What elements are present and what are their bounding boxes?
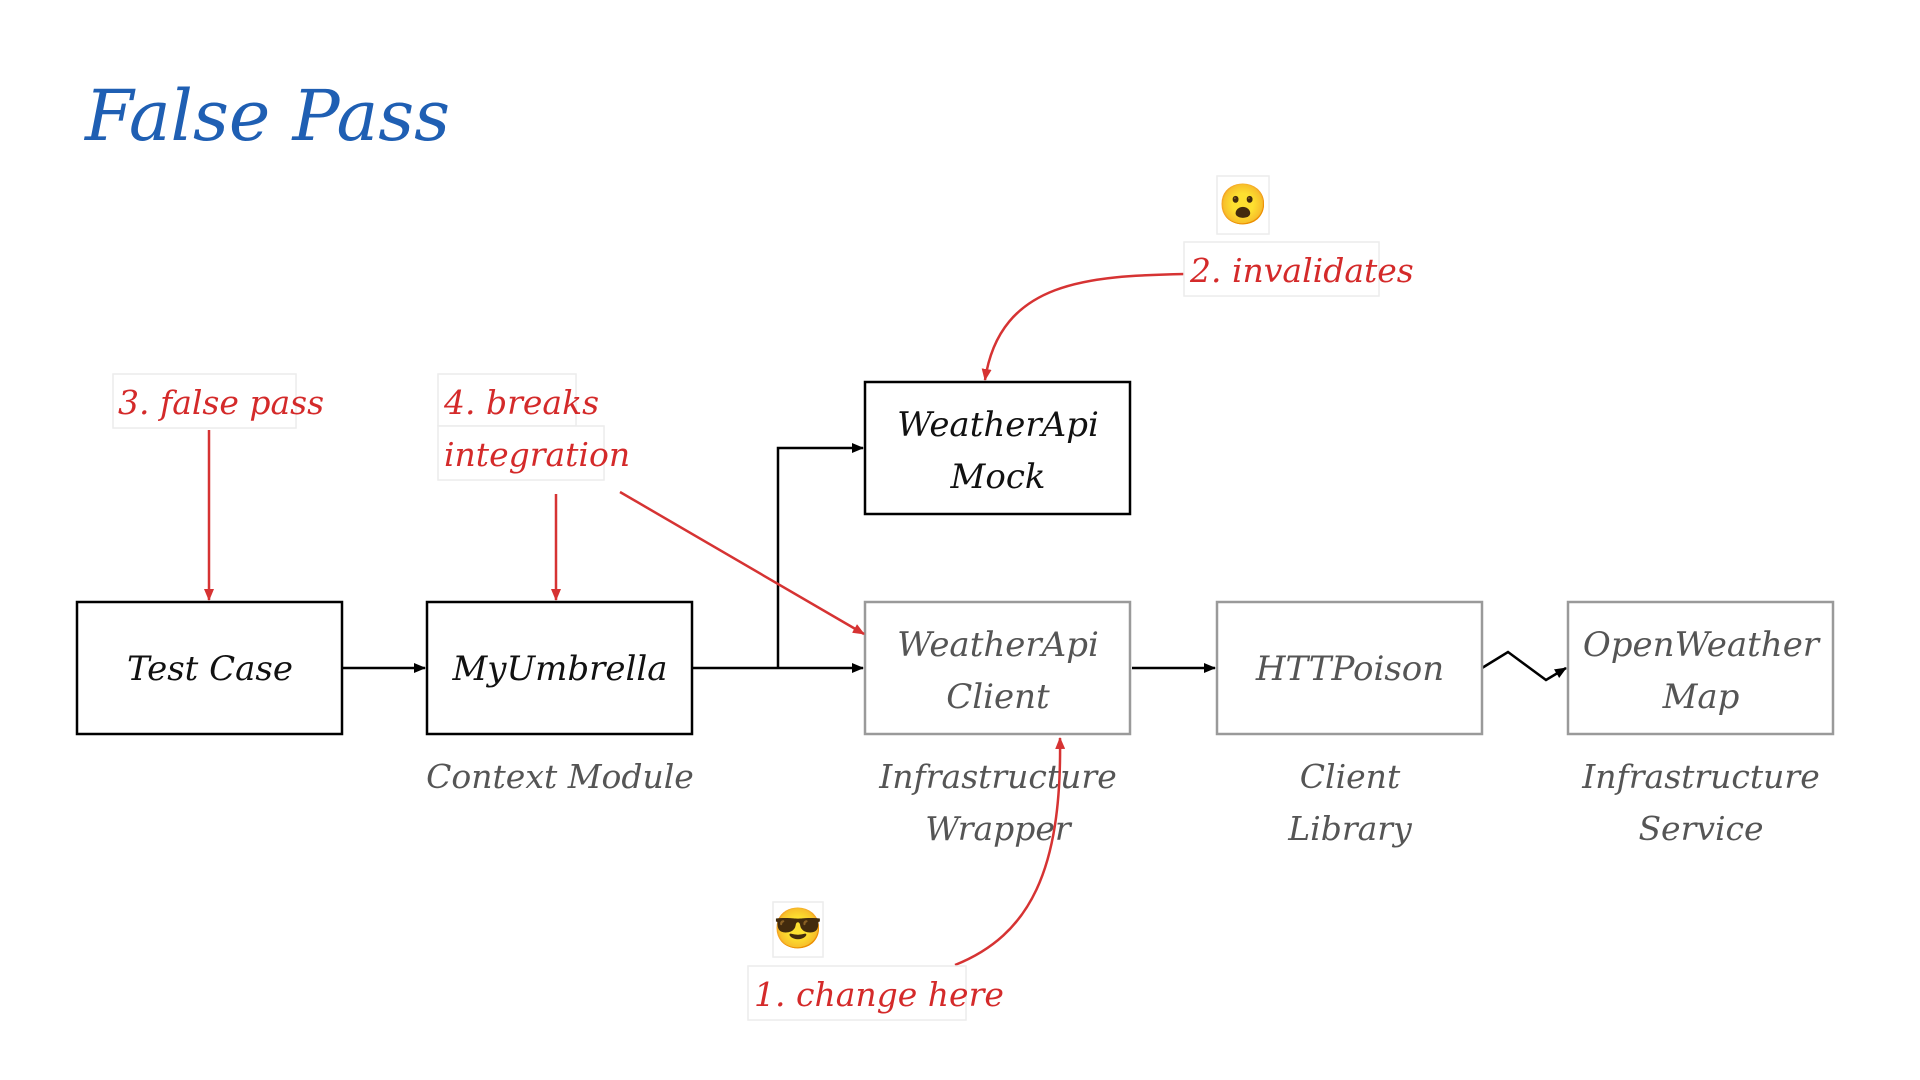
box-openweather-map: OpenWeather Map (1566, 600, 1835, 736)
box-mock-label-line2: Mock (950, 457, 1046, 497)
box-httpoison-label: HTTPoison (1255, 649, 1444, 689)
note-change-here: 1. change here (747, 965, 1004, 1021)
box-my-umbrella: MyUmbrella (425, 600, 694, 736)
box-weatherapi-client: WeatherApi Client (863, 600, 1132, 736)
box-client-label-line2: Client (946, 677, 1050, 717)
arrow-change-here-to-client (954, 737, 1066, 967)
arrow-invalidates-to-mock (981, 272, 1186, 381)
box-weatherapi-mock: WeatherApi Mock (863, 380, 1132, 516)
arrow-umbrella-to-mock (776, 443, 864, 668)
sunglasses-face-icon: 😎 (772, 901, 824, 958)
box-test-case-label: Test Case (127, 649, 293, 689)
caption-infra-service-line1: Infrastructure (1581, 757, 1819, 796)
box-test-case: Test Case (75, 600, 344, 736)
caption-infra-wrapper-line2: Wrapper (925, 809, 1073, 848)
page-title: False Pass (83, 75, 450, 157)
box-my-umbrella-label: MyUmbrella (451, 649, 667, 689)
box-openweather-label-line2: Map (1662, 677, 1740, 717)
box-httpoison: HTTPoison (1215, 600, 1484, 736)
arrow-httpoison-to-openweather (1481, 650, 1567, 682)
arrow-breaks-to-client (619, 490, 865, 636)
note-breaks-text-line1: 4. breaks (443, 383, 599, 422)
note-breaks-text-line2: integration (444, 435, 630, 474)
surprised-face-icon: 😮 (1216, 175, 1270, 235)
note-invalidates: 2. invalidates (1183, 241, 1414, 297)
caption-infra-service-line2: Service (1638, 809, 1763, 848)
caption-client-library-line1: Client (1300, 757, 1401, 796)
caption-context-module: Context Module (426, 757, 694, 796)
note-change-here-text: 1. change here (754, 975, 1004, 1014)
svg-text:😮: 😮 (1218, 182, 1268, 228)
note-false-pass-text: 3. false pass (118, 383, 324, 422)
box-mock-label-line1: WeatherApi (897, 405, 1099, 445)
svg-text:😎: 😎 (773, 906, 823, 952)
caption-client-library-line2: Library (1287, 809, 1412, 848)
note-breaks-integration: 4. breaks integration (437, 373, 630, 481)
box-openweather-label-line1: OpenWeather (1583, 625, 1821, 665)
caption-infra-wrapper-line1: Infrastructure (878, 757, 1116, 796)
note-false-pass: 3. false pass (112, 373, 324, 429)
box-client-label-line1: WeatherApi (897, 625, 1099, 665)
note-invalidates-text: 2. invalidates (1189, 251, 1414, 290)
